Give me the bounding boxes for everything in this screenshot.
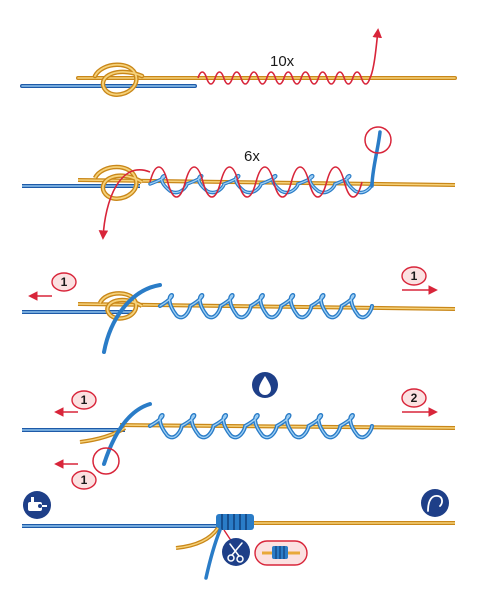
blue-coil-highlight (149, 175, 373, 194)
scissors-icon (222, 538, 250, 566)
step-marker-left: 1 (71, 390, 97, 410)
finished-knot-icon (254, 540, 308, 566)
step-4: 1 1 2 (22, 372, 456, 490)
step-marker-tag: 1 (71, 470, 97, 490)
tag-end-highlight-circle (364, 126, 392, 154)
red-arrow-down (98, 169, 151, 240)
blue-tag-end (102, 283, 162, 354)
blue-tag-end (370, 130, 382, 188)
step-1: 10x (20, 28, 457, 97)
blue-tag-end (102, 402, 152, 466)
blue-coil-highlight (149, 414, 373, 438)
wrap-count-label: 6x (244, 148, 260, 165)
step-marker-number: 2 (411, 391, 418, 405)
yellow-knot (97, 291, 144, 321)
step-marker-number: 1 (61, 275, 68, 289)
step-2: 6x (22, 126, 456, 240)
fishing-reel-icon (23, 491, 51, 519)
wrap-count-label: 10x (270, 53, 295, 70)
yellow-knot (92, 164, 144, 201)
step-marker-number: 1 (81, 393, 88, 407)
blue-coil-highlight (159, 294, 373, 318)
red-wrap-line (197, 28, 383, 85)
step-marker-right: 2 (401, 388, 427, 408)
step-marker-right: 1 (401, 266, 427, 286)
tag-end-highlight-circle (92, 447, 120, 475)
step-marker-left: 1 (51, 272, 77, 292)
step-5 (22, 489, 455, 580)
yellow-knot (92, 62, 145, 97)
water-drop-icon (252, 372, 278, 398)
step-marker-number: 1 (411, 269, 418, 283)
red-wrap-line (149, 166, 363, 198)
fishing-hook-icon (421, 489, 449, 517)
step-marker-number: 1 (81, 473, 88, 487)
step-3: 1 1 (22, 266, 456, 354)
finished-knot (175, 514, 254, 580)
